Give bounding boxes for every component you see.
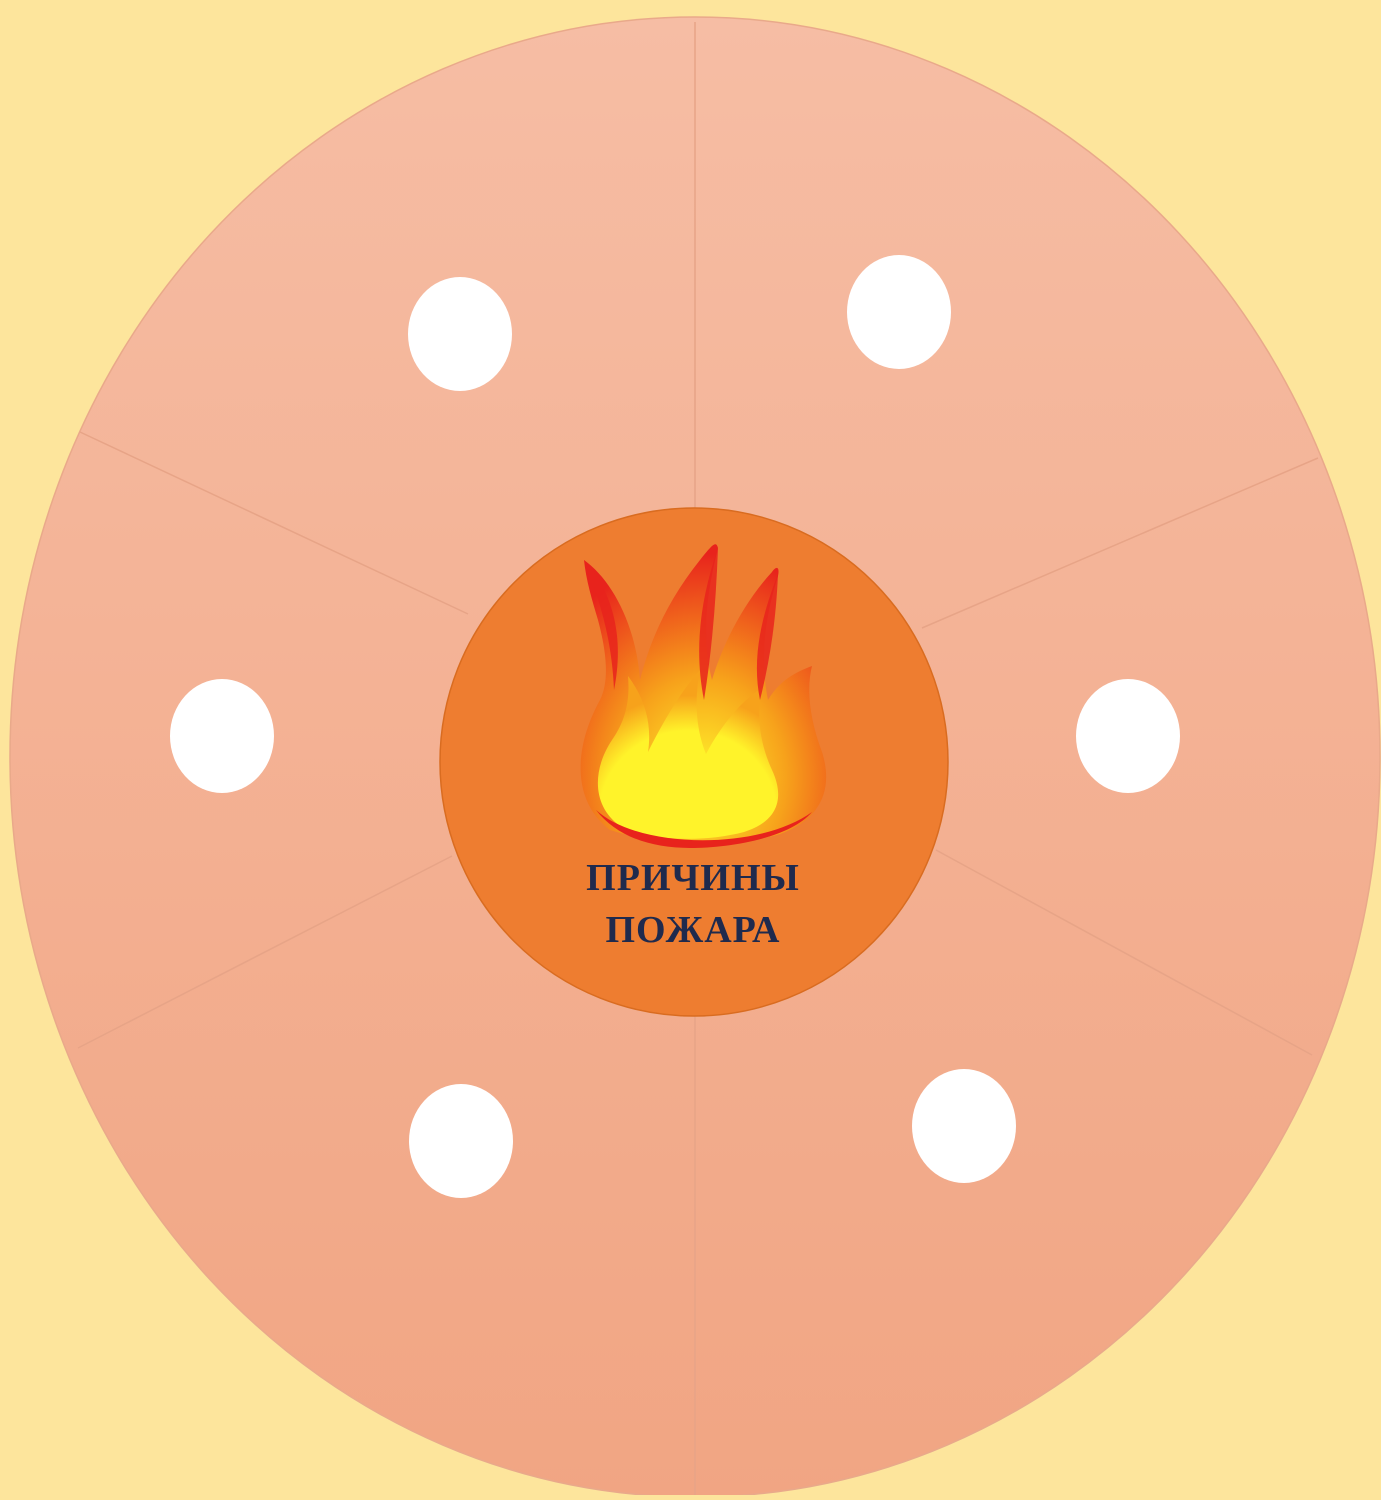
segment-marker-3 bbox=[170, 679, 274, 793]
center-title-line-1: ПРИЧИНЫ bbox=[540, 852, 846, 904]
segment-marker-5 bbox=[409, 1084, 513, 1198]
segment-marker-2 bbox=[847, 255, 951, 369]
center-title: ПРИЧИНЫ ПОЖАРА bbox=[540, 852, 846, 956]
segment-marker-4 bbox=[1076, 679, 1180, 793]
segment-marker-6 bbox=[912, 1069, 1016, 1183]
segment-marker-1 bbox=[408, 277, 512, 391]
center-title-line-2: ПОЖАРА bbox=[540, 904, 846, 956]
